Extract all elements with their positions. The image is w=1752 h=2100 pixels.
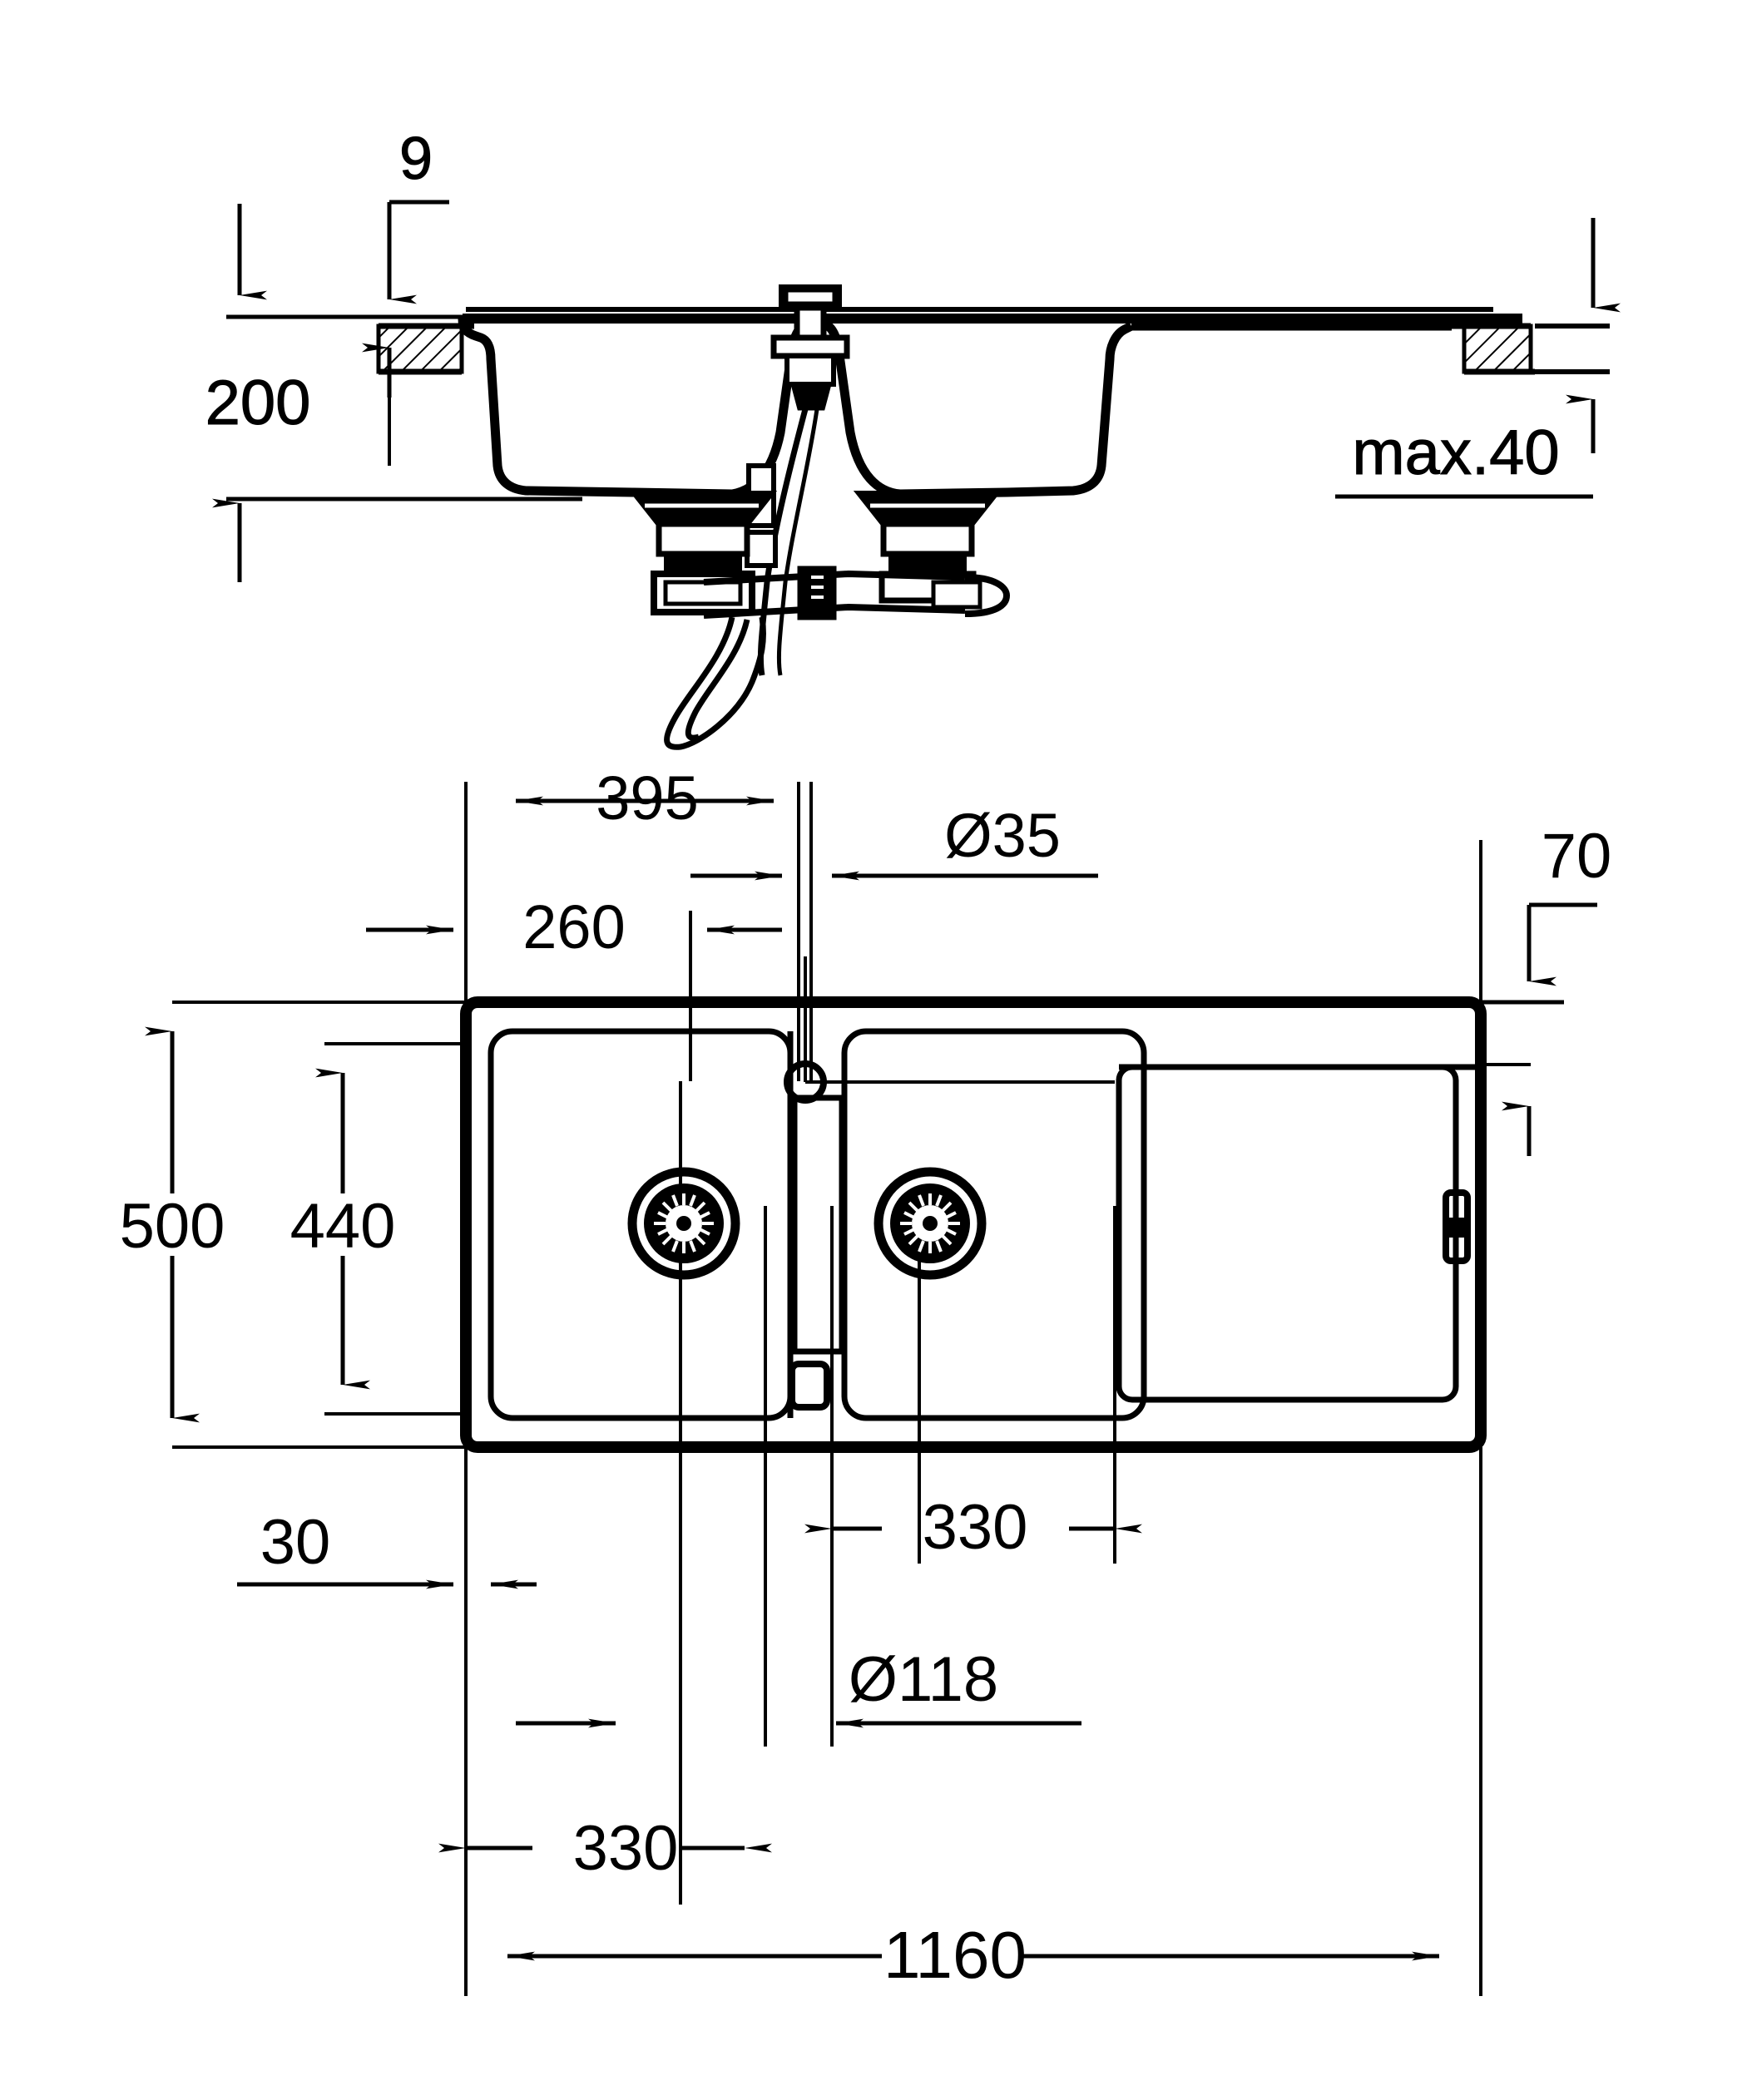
waste-pipe-assembly — [703, 566, 1011, 620]
left-bowl-outline — [458, 318, 733, 499]
dimension-label-330-right: 330 — [923, 1492, 1028, 1563]
dimension-label-1160: 1160 — [883, 1918, 1027, 1992]
centre-boss-right-outline — [814, 316, 901, 499]
drainboard-edge-slot — [1443, 1189, 1471, 1264]
dimension-label-70: 70 — [1542, 821, 1612, 892]
dimension-label-330-left: 330 — [573, 1813, 679, 1884]
dimension-label-395: 395 — [596, 763, 698, 833]
dimension-label-200: 200 — [205, 368, 311, 438]
dimension-label-260: 260 — [522, 892, 625, 961]
tap-shank-assembly — [770, 284, 850, 411]
dimension-label-9: 9 — [399, 126, 433, 192]
dimension-label-30: 30 — [260, 1507, 331, 1578]
left-bowl-plan — [487, 1028, 794, 1421]
left-drain-section — [628, 491, 778, 615]
right-bowl-outline — [899, 322, 1134, 499]
section-view: 9 200 max.40 — [205, 126, 1621, 750]
dimension-max40 — [1335, 218, 1621, 499]
sink-outer-outline — [460, 996, 1487, 1453]
dimension-label-max40: max.40 — [1352, 418, 1559, 488]
plan-view: 395 Ø35 260 70 500 — [120, 763, 1612, 1996]
dimension-200 — [212, 204, 582, 582]
dimension-label-d118: Ø118 — [849, 1644, 998, 1715]
overflow-slot — [789, 1361, 830, 1411]
dimension-9 — [362, 200, 449, 466]
dimension-label-440: 440 — [290, 1191, 396, 1262]
worktop-cut-left — [376, 323, 474, 375]
dimension-label-d35: Ø35 — [944, 801, 1061, 870]
drain-hose-loop — [664, 616, 766, 750]
dimension-label-500: 500 — [120, 1191, 225, 1262]
left-drain-strainer — [627, 1167, 740, 1280]
dimension-70 — [1481, 902, 1597, 1156]
right-drain-strainer — [874, 1167, 987, 1280]
worktop-cut-right — [1452, 323, 1535, 375]
